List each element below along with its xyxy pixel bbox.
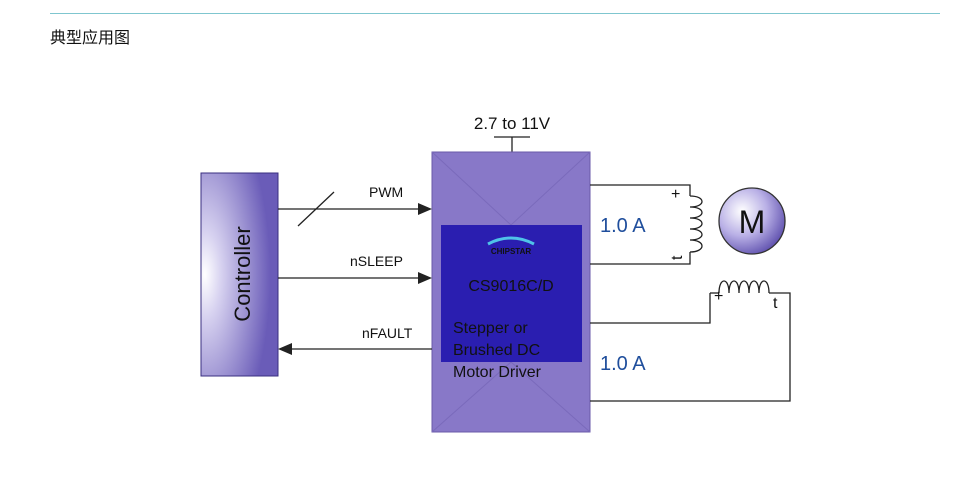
chip-part-number: CS9016C/D bbox=[468, 278, 553, 295]
nsleep-label: nSLEEP bbox=[350, 253, 403, 269]
pwm-bus-slash bbox=[297, 191, 335, 227]
lower-current-label: 1.0 A bbox=[600, 353, 646, 375]
nfault-arrowhead bbox=[278, 343, 292, 355]
pwm-arrowhead bbox=[418, 203, 432, 215]
supply-voltage-label: 2.7 to 11V bbox=[474, 114, 551, 133]
lower-winding-wire-top bbox=[590, 293, 711, 324]
controller-label: Controller bbox=[230, 226, 255, 321]
upper-coil bbox=[689, 195, 703, 253]
chip-desc-line3: Motor Driver bbox=[453, 364, 542, 381]
lower-coil-plus: + bbox=[714, 288, 723, 305]
nsleep-arrowhead bbox=[418, 272, 432, 284]
motor-label: M bbox=[739, 204, 766, 240]
upper-coil-plus: + bbox=[671, 186, 680, 203]
upper-winding-wire-top bbox=[590, 184, 691, 196]
lower-coil bbox=[718, 280, 770, 294]
chip-desc-line2: Brushed DC bbox=[453, 342, 540, 359]
controller-block bbox=[200, 172, 279, 377]
top-divider bbox=[50, 13, 940, 14]
chipstar-logo: CHIPSTAR bbox=[487, 236, 535, 257]
lower-coil-t: t bbox=[773, 295, 778, 312]
upper-winding-wire-bottom bbox=[590, 252, 691, 265]
chip-logo-text: CHIPSTAR bbox=[491, 247, 532, 256]
nfault-label: nFAULT bbox=[362, 325, 413, 341]
section-title: 典型应用图 bbox=[50, 28, 131, 47]
upper-current-label: 1.0 A bbox=[600, 215, 646, 237]
lower-winding-wire-bottom bbox=[590, 292, 791, 402]
pwm-label: PWM bbox=[369, 184, 403, 200]
chip-desc-line1: Stepper or bbox=[453, 320, 528, 337]
upper-coil-t: t bbox=[669, 255, 686, 260]
motor-circle bbox=[718, 187, 786, 255]
